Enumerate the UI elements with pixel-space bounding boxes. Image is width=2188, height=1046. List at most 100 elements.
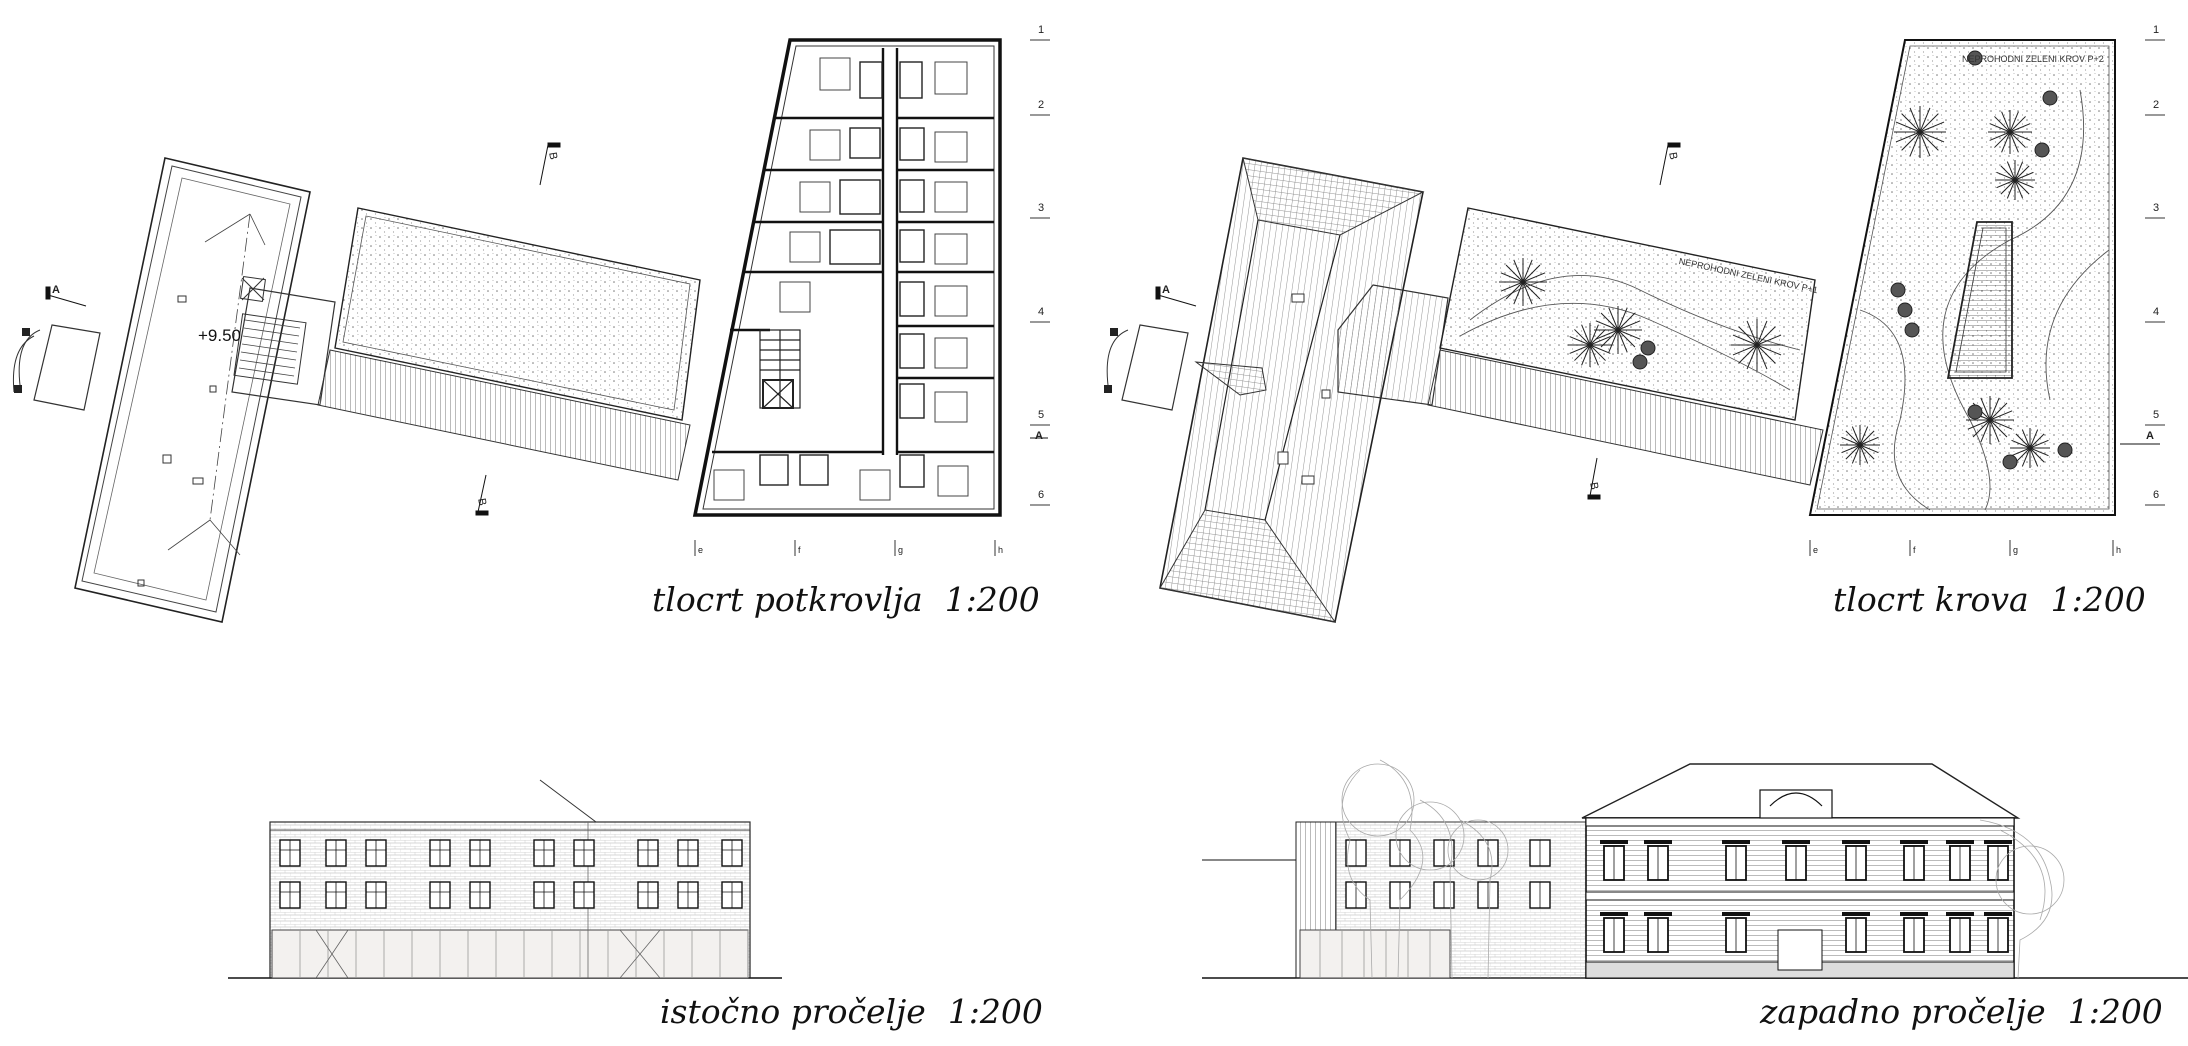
stair-connector xyxy=(231,276,336,406)
east-elevation xyxy=(228,779,782,979)
facade-window xyxy=(1529,839,1551,867)
caption-attic-scale: 1:200 xyxy=(944,580,1040,619)
connector-roof xyxy=(1337,284,1449,406)
caption-east-name: istočno pročelje xyxy=(660,992,926,1031)
roof-corridor xyxy=(1427,349,1824,486)
facade-window xyxy=(365,839,387,867)
row-axis-label: 4 xyxy=(2153,306,2160,318)
tree-symbol xyxy=(1966,396,2014,444)
caption-west-name: zapadno pročelje xyxy=(1760,992,2046,1031)
tree-symbol xyxy=(1894,106,1946,158)
shrub-symbol xyxy=(1890,282,1906,298)
east-elevation-windows xyxy=(279,839,749,978)
facade-window xyxy=(1529,881,1551,909)
shrub-symbol xyxy=(1967,404,1983,420)
facade-window xyxy=(677,881,699,909)
facade-window xyxy=(677,839,699,867)
facade-window xyxy=(573,881,595,909)
villa-window xyxy=(1600,840,1628,881)
row-axis-label: 3 xyxy=(1038,202,1045,214)
roof-plan xyxy=(1104,39,2116,623)
villa-facade xyxy=(1581,763,2021,979)
facade-window xyxy=(1477,839,1499,867)
facade-window xyxy=(325,881,347,909)
tree-symbol xyxy=(1568,323,1612,367)
villa-window xyxy=(1600,912,1628,953)
facade-window xyxy=(1345,881,1367,909)
shrub-symbol xyxy=(2034,142,2050,158)
facade-window xyxy=(1477,881,1499,909)
facade-window xyxy=(533,881,555,909)
tree-symbol xyxy=(1840,425,1880,465)
villa-window xyxy=(1900,912,1928,953)
facade-window xyxy=(365,881,387,909)
caption-attic-plan: tlocrt potkrovlja 1:200 xyxy=(652,580,1040,619)
row-axis-label: 5 xyxy=(1038,409,1045,421)
villa-window xyxy=(1842,840,1870,881)
villa-window xyxy=(1842,912,1870,953)
skylight xyxy=(1946,221,2013,379)
tree-symbol xyxy=(1731,319,1783,371)
facade-window xyxy=(429,881,451,909)
facade-window xyxy=(1345,839,1367,867)
section-a-left: A xyxy=(52,284,60,296)
caption-roof-scale: 1:200 xyxy=(2050,580,2146,619)
shrub-symbol xyxy=(2042,90,2058,106)
caption-roof-name: tlocrt krova xyxy=(1833,580,2029,619)
row-axis-label: 3 xyxy=(2153,202,2160,214)
roof-note-p2: NEPROHODNI ZELENI KROV P+2 xyxy=(1962,54,2104,64)
green-roof-p1 xyxy=(1439,207,1816,421)
facade-window xyxy=(279,881,301,909)
facade-window xyxy=(637,881,659,909)
entrance-porch xyxy=(12,324,101,411)
villa-window xyxy=(1722,840,1750,881)
green-roof-wing xyxy=(334,207,701,421)
col-axis-label: g xyxy=(898,545,904,555)
villa-window xyxy=(1644,912,1672,953)
villa-window xyxy=(1900,840,1928,881)
row-axis-label: 2 xyxy=(1038,99,1045,111)
col-axis-label: g xyxy=(2013,545,2019,555)
row-axis-label: 6 xyxy=(1038,489,1045,501)
caption-roof-plan: tlocrt krova 1:200 xyxy=(1833,580,2146,619)
shrub-symbol xyxy=(2002,454,2018,470)
villa-window xyxy=(1946,912,1974,953)
facade-window xyxy=(573,839,595,867)
grid-axes xyxy=(694,39,2165,556)
shrub-symbol xyxy=(1632,354,1648,370)
facade-window xyxy=(533,839,555,867)
tree-symbol xyxy=(1995,160,2035,200)
caption-west-elevation: zapadno pročelje 1:200 xyxy=(1760,992,2163,1031)
caption-west-scale: 1:200 xyxy=(2067,992,2163,1031)
shrub-symbol xyxy=(1904,322,1920,338)
shrub-symbol xyxy=(1897,302,1913,318)
caption-east-scale: 1:200 xyxy=(947,992,1043,1031)
villa-hipped-roof xyxy=(1159,157,1425,623)
facade-window xyxy=(469,881,491,909)
row-axis-label: 2 xyxy=(2153,99,2160,111)
villa-window xyxy=(1722,912,1750,953)
facade-window xyxy=(429,839,451,867)
facade-window xyxy=(1389,839,1411,867)
caption-east-elevation: istočno pročelje 1:200 xyxy=(660,992,1043,1031)
villa-window xyxy=(1984,840,2012,881)
level-mark: +9.50 xyxy=(198,326,242,345)
tree-symbol xyxy=(1499,258,1547,306)
facade-window xyxy=(637,839,659,867)
roof-trees xyxy=(1499,50,2073,470)
villa-windows xyxy=(1600,840,2012,953)
section-a-tower: A xyxy=(1035,430,1043,442)
col-axis-label: f xyxy=(798,545,801,555)
caption-attic-name: tlocrt potkrovlja xyxy=(652,580,923,619)
col-axis-label: e xyxy=(1813,545,1819,555)
villa-roof-outline xyxy=(74,157,311,623)
stair-core xyxy=(759,329,801,409)
roof-porch xyxy=(1104,324,1267,411)
villa-window xyxy=(1984,912,2012,953)
row-axis-label: 1 xyxy=(1038,24,1045,36)
attic-plan xyxy=(12,38,1002,623)
facade-window xyxy=(721,881,743,909)
facade-window xyxy=(1433,839,1455,867)
glass-corridor xyxy=(317,349,691,481)
